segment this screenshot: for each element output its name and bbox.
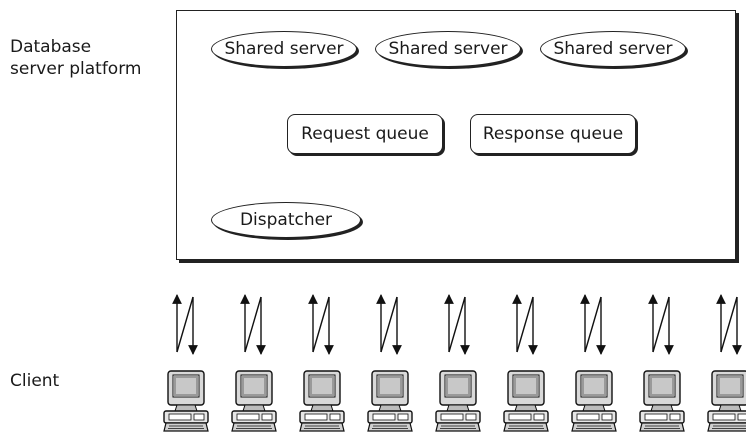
shared-server-1: Shared server <box>211 31 357 67</box>
computer-terminal-icon <box>639 370 685 432</box>
bidirectional-arrow-icon <box>580 294 606 355</box>
bidirectional-arrow-icon <box>308 294 334 355</box>
request-queue: Request queue <box>287 114 443 154</box>
shared-server-3: Shared server <box>540 31 686 67</box>
client-label: Client <box>10 371 60 391</box>
computer-terminal-icon <box>707 370 746 432</box>
computer-terminal-icon <box>163 370 209 432</box>
bidirectional-arrow-icon <box>512 294 538 355</box>
bidirectional-arrow-icon <box>716 294 742 355</box>
computer-terminal-icon <box>435 370 481 432</box>
bidirectional-arrow-icon <box>376 294 402 355</box>
bidirectional-arrow-icon <box>240 294 266 355</box>
computer-terminal-icon <box>503 370 549 432</box>
bidirectional-arrow-icon <box>444 294 470 355</box>
computer-terminal-icon <box>231 370 277 432</box>
dispatcher: Dispatcher <box>211 202 361 238</box>
platform-label: Database server platform <box>10 37 142 79</box>
bidirectional-arrow-icon <box>172 294 198 355</box>
response-queue: Response queue <box>470 114 636 154</box>
shared-server-2: Shared server <box>375 31 521 67</box>
computer-terminal-icon <box>299 370 345 432</box>
bidirectional-arrow-icon <box>648 294 674 355</box>
computer-terminal-icon <box>367 370 413 432</box>
computer-terminal-icon <box>571 370 617 432</box>
